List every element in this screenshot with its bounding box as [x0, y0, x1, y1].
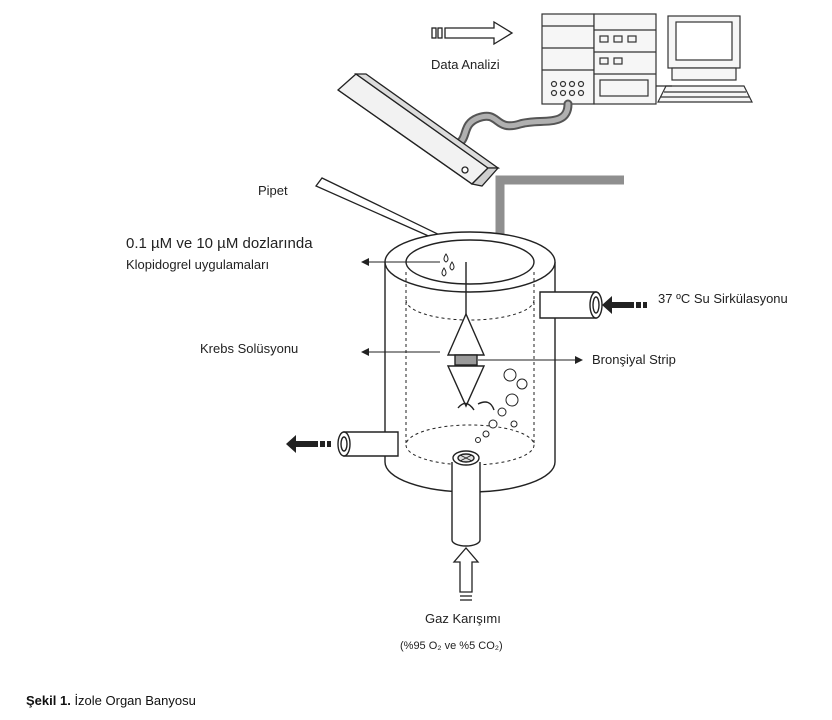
- drops-icon: [441, 253, 455, 277]
- pipette-icon: [314, 177, 448, 243]
- water-inlet-pipe: [539, 291, 603, 319]
- water-in-arrow-icon: [602, 296, 647, 314]
- bronchial-strip-label: Bronşiyal Strip: [592, 352, 676, 367]
- water-circulation-label: 37 ºC Su Sirkülasyonu: [658, 291, 788, 306]
- computer-icon: [657, 15, 753, 103]
- figure-caption: Şekil 1. İzole Organ Banyosu: [26, 693, 196, 708]
- caption-text: İzole Organ Banyosu: [74, 693, 196, 708]
- data-analysis-label: Data Analizi: [431, 57, 500, 72]
- gas-inlet-pipe: [451, 450, 481, 547]
- organ-bath-diagram: [286, 13, 753, 601]
- dose-sublabel: Klopidogrel uygulamaları: [126, 257, 270, 272]
- krebs-solution-label: Krebs Solüsyonu: [200, 341, 299, 356]
- tissue-holder-icon: [446, 262, 495, 411]
- water-outlet-pipe: [337, 431, 399, 457]
- gas-mixture-label: Gaz Karışımı: [425, 611, 501, 626]
- gas-in-arrow-icon: [452, 547, 480, 601]
- dose-label: 0.1 µM ve 10 µM dozlarında: [126, 235, 313, 252]
- bubbles-icon: [475, 368, 528, 443]
- force-transducer-icon: [336, 73, 501, 187]
- pipette-label: Pipet: [258, 183, 288, 198]
- caption-prefix: Şekil 1.: [26, 693, 71, 708]
- instrument-rack-icon: [541, 13, 657, 105]
- data-flow-arrow-icon: [431, 20, 514, 46]
- gas-composition-label: (%95 O₂ ve %5 CO₂): [400, 640, 503, 652]
- water-out-arrow-icon: [286, 435, 331, 453]
